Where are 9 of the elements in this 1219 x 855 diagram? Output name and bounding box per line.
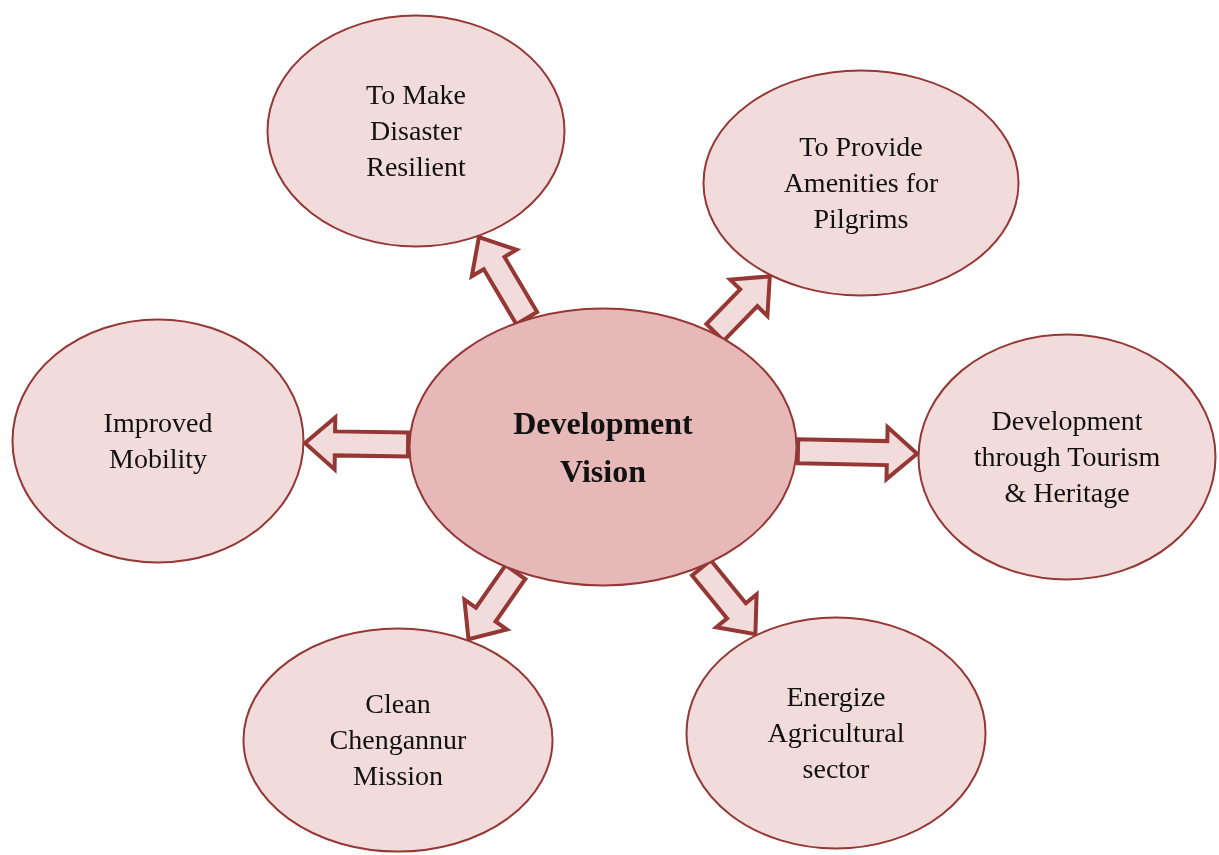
- block-arrow: [795, 422, 921, 484]
- central-label: Development Vision: [512, 404, 694, 491]
- goal-label: Improved Mobility: [102, 406, 214, 476]
- goal-label: Clean Chengannur Mission: [328, 687, 468, 793]
- goal-label: Development through Tourism & Heritage: [972, 404, 1162, 510]
- goal-label: To Make Disaster Resilient: [365, 78, 467, 184]
- goal-label: To Provide Amenities for Pilgrims: [782, 130, 940, 236]
- block-arrow: [301, 413, 411, 474]
- goal-label: Energize Agricultural sector: [766, 680, 906, 786]
